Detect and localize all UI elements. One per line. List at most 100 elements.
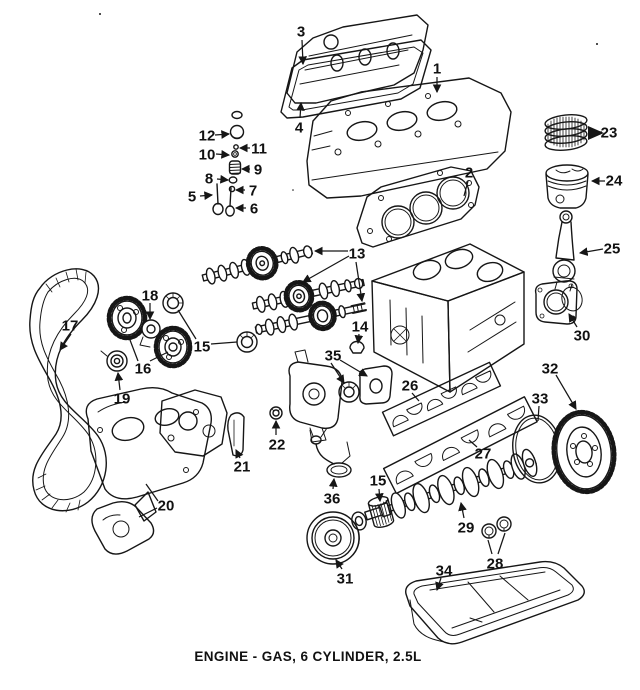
leader-line-12 [214, 130, 231, 139]
callout-label-10: 10 [199, 147, 216, 164]
diagram-caption: ENGINE - GAS, 6 CYLINDER, 2.5L [194, 649, 421, 664]
callout-1-cylinder-head: 1 [432, 61, 442, 94]
callout-18-belt-tensioner: 18 [142, 288, 158, 321]
leader-line-3 [298, 39, 308, 66]
callout-label-7: 7 [249, 183, 257, 200]
callout-15-oil-pump-drive: 15 [370, 473, 387, 503]
callout-14-camshaft-cap: 14 [352, 319, 369, 345]
part-camshaft-3 [254, 300, 367, 336]
callout-24-piston: 24 [590, 173, 623, 190]
part-pump-seal [338, 381, 360, 403]
leader-line-8 [216, 174, 230, 184]
callout-6-exhaust-valve: 6 [234, 201, 258, 218]
leader-line-15 [375, 488, 384, 503]
leader-line-29 [458, 501, 467, 519]
leader-line-35 [339, 359, 368, 377]
leader-line-28 [497, 532, 506, 555]
callout-label-3: 3 [297, 24, 305, 41]
leader-line-34 [435, 577, 444, 592]
part-connecting-rod [552, 210, 576, 292]
callout-label-11: 11 [251, 141, 267, 158]
callout-label-16: 16 [135, 361, 152, 378]
leader-line-13 [355, 261, 366, 303]
callout-9-valve-spring: 9 [240, 162, 262, 179]
diagram-line-art [29, 13, 617, 645]
leader-line-2 [463, 180, 469, 197]
leader-line-14 [354, 333, 364, 345]
leader-line-27 [468, 439, 478, 448]
leader-line-15 [177, 309, 197, 340]
leader-line-5 [199, 191, 214, 200]
callout-33-flywheel-ring: 33 [532, 391, 549, 422]
part-piston [545, 164, 589, 209]
part-valve-train [212, 110, 245, 217]
callout-27-main-bearings: 27 [468, 439, 492, 463]
leader-line-21 [235, 449, 244, 459]
part-cam-sprocket-2 [153, 325, 193, 369]
part-piston-rings [544, 114, 604, 151]
callout-3-valve-cover: 3 [297, 24, 308, 66]
callout-label-20: 20 [158, 498, 175, 515]
callout-34-oil-pan: 34 [435, 563, 453, 592]
part-cylinder-head [306, 77, 512, 199]
part-crankshaft [364, 448, 538, 521]
part-flywheel [551, 409, 617, 495]
part-crank-pulley [306, 511, 360, 565]
callout-label-6: 6 [250, 201, 258, 218]
leader-line-13 [302, 255, 350, 283]
leader-line-32 [555, 374, 577, 410]
callout-15-camshaft-seals: 15 [177, 309, 238, 356]
callout-label-9: 9 [254, 162, 262, 179]
callout-label-30: 30 [574, 328, 591, 345]
callout-7-valve-spring-seat: 7 [234, 183, 257, 200]
callout-30-rear-seal-retainer: 30 [568, 313, 591, 345]
callout-26-rod-bearings: 26 [402, 378, 420, 402]
scan-speck [292, 189, 294, 191]
callout-8-valve-stem-seal: 8 [205, 171, 230, 188]
callout-19-idler-pulley: 19 [114, 371, 131, 408]
callout-label-19: 19 [114, 391, 131, 408]
part-oil-pan [405, 560, 585, 645]
callout-label-1: 1 [433, 61, 441, 78]
part-valve-cover-gasket [280, 39, 432, 119]
callout-28-thrust-washers: 28 [487, 532, 506, 573]
leader-line-4 [296, 101, 305, 119]
callout-label-29: 29 [458, 520, 475, 537]
callout-label-15: 15 [370, 473, 387, 490]
callout-36-oil-pickup-tube: 36 [324, 477, 340, 508]
part-valve-cover [286, 14, 429, 104]
callout-4-valve-cover-gasket: 4 [295, 101, 305, 137]
callout-label-24: 24 [606, 173, 623, 190]
part-cam-seal-mid [236, 331, 258, 353]
callout-11-valve-keeper: 11 [238, 141, 267, 158]
part-inner-cover [159, 389, 228, 457]
callout-label-34: 34 [436, 563, 453, 580]
part-cam-sprocket-1 [106, 295, 148, 341]
leader-line-10 [215, 150, 231, 159]
callout-label-17: 17 [62, 318, 79, 335]
leader-line-33 [537, 405, 540, 422]
leader-line-16 [129, 339, 139, 362]
callout-label-5: 5 [188, 189, 196, 206]
callout-label-33: 33 [532, 391, 549, 408]
part-rear-seal-retainer [534, 280, 583, 325]
callout-21-timing-cover-gasket: 21 [234, 449, 250, 476]
callout-label-14: 14 [352, 319, 369, 336]
leader-line-17 [59, 333, 72, 351]
callout-13-camshafts: 13 [302, 246, 366, 303]
part-pulley-seal [351, 511, 367, 531]
part-camshaft-2 [251, 277, 365, 313]
callout-label-15: 15 [194, 339, 211, 356]
callout-35-oil-pump-seals: 35 [325, 348, 368, 384]
part-belt-cover-lower [91, 500, 155, 555]
callout-32-flywheel: 32 [542, 361, 577, 410]
part-cam-seal-rear [162, 292, 184, 314]
callout-label-12: 12 [199, 128, 216, 145]
callout-17-timing-belt: 17 [59, 318, 79, 351]
part-front-cam-seal [269, 406, 283, 420]
callout-label-25: 25 [604, 241, 621, 258]
callout-10-spring-retainer: 10 [199, 147, 231, 164]
callout-label-27: 27 [475, 446, 492, 463]
part-main-bearings-strip [382, 396, 538, 495]
